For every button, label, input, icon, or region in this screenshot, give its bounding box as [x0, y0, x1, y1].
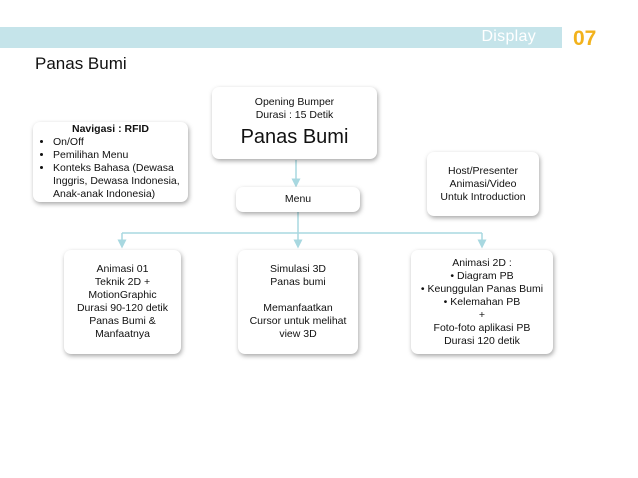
navigasi-list: On/Off Pemilihan Menu Konteks Bahasa (De… [39, 136, 182, 201]
simulasi-line-3: Memanfaatkan [263, 302, 333, 314]
simulasi-line-4: Cursor untuk melihat [249, 315, 347, 327]
list-item: Konteks Bahasa (Dewasa Inggris, Dewasa I… [53, 162, 182, 201]
menu-box: Menu [236, 187, 360, 212]
section-label: Display [481, 28, 536, 45]
animasi-01-box: Animasi 01 Teknik 2D + MotionGraphic Dur… [64, 250, 181, 354]
host-line-3: Untuk Introduction [440, 190, 526, 203]
page-number: 07 [573, 27, 597, 50]
list-item: • Kelemahan PB [443, 295, 521, 308]
header-bar: Display [0, 27, 562, 48]
animasi01-line-6: Manfaatnya [95, 328, 150, 340]
animasi01-line-5: Panas Bumi & [89, 315, 156, 327]
list-item: • Keunggulan Panas Bumi [420, 282, 544, 295]
simulasi-3d-box: Simulasi 3D Panas bumi Memanfaatkan Curs… [238, 250, 358, 354]
animasi2d-plus: + [478, 308, 486, 321]
navigasi-box: Navigasi : RFID On/Off Pemilihan Menu Ko… [33, 122, 188, 202]
animasi01-line-1: Animasi 01 [96, 263, 149, 275]
opening-line-2: Durasi : 15 Detik [255, 109, 334, 121]
opening-main-title: Panas Bumi [240, 126, 349, 148]
animasi01-line-2: Teknik 2D + [94, 276, 151, 288]
host-line-2: Animasi/Video [449, 177, 517, 190]
simulasi-line-5: view 3D [279, 328, 317, 340]
list-item: On/Off [53, 136, 182, 149]
list-item: • Diagram PB [450, 269, 514, 282]
animasi-2d-box: Animasi 2D : • Diagram PB • Keunggulan P… [411, 250, 553, 354]
opening-bumper-box: Opening Bumper Durasi : 15 Detik Panas B… [212, 87, 377, 159]
animasi2d-title: Animasi 2D : [452, 256, 512, 269]
simulasi-line-2: Panas bumi [270, 276, 326, 288]
animasi01-line-3: MotionGraphic [88, 289, 157, 301]
animasi2d-durasi: Durasi 120 detik [444, 334, 520, 347]
simulasi-line-1: Simulasi 3D [269, 263, 327, 275]
animasi2d-foto: Foto-foto aplikasi PB [433, 321, 531, 334]
page-title: Panas Bumi [35, 54, 127, 73]
opening-line-1: Opening Bumper [254, 96, 335, 108]
host-line-1: Host/Presenter [447, 164, 519, 177]
animasi01-line-4: Durasi 90-120 detik [76, 302, 169, 314]
navigasi-title: Navigasi : RFID [71, 123, 150, 135]
list-item: Pemilihan Menu [53, 149, 182, 162]
menu-label: Menu [284, 193, 312, 205]
host-presenter-box: Host/Presenter Animasi/Video Untuk Intro… [427, 152, 539, 216]
